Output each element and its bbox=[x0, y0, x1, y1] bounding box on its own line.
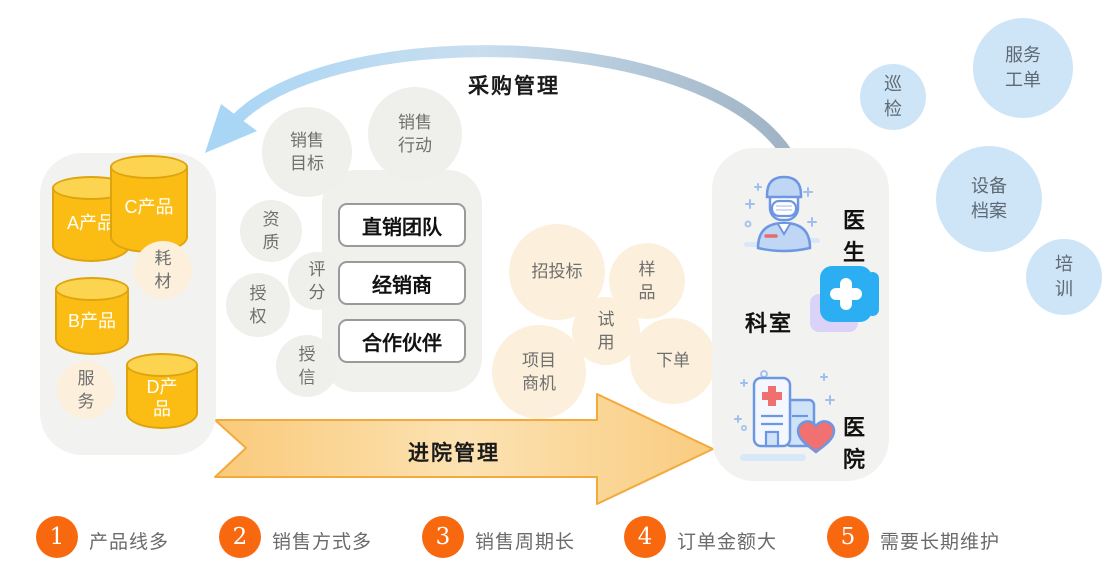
hospital-icon bbox=[734, 370, 836, 461]
product-b-cylinder: B产品 bbox=[55, 277, 129, 355]
trial-bubble: 试用 bbox=[572, 297, 640, 365]
product-d-label: D产品 bbox=[146, 376, 178, 420]
cylinder-top bbox=[110, 155, 188, 179]
inspection-bubble: 巡检 bbox=[860, 64, 926, 130]
products-panel: A产品 C产品 耗材 B产品 服务 D产品 bbox=[40, 153, 216, 455]
rating-bubble: 评分 bbox=[288, 252, 346, 310]
hospital-panel: 医生 科室 医院 bbox=[712, 148, 889, 481]
product-a-label: A产品 bbox=[66, 213, 115, 234]
product-b-label: B产品 bbox=[67, 310, 116, 331]
hospital-entry-management-label: 进院管理 bbox=[408, 442, 500, 465]
hospital-label: 医院 bbox=[843, 415, 868, 472]
department-icon bbox=[810, 266, 879, 332]
direct-sales-team-box: 直销团队 bbox=[338, 203, 466, 247]
procurement-arc-arrow bbox=[205, 45, 798, 165]
qualification-bubble: 资质 bbox=[240, 200, 302, 262]
authorization-bubble: 授权 bbox=[226, 273, 290, 337]
cylinder-top bbox=[126, 353, 198, 377]
credit-bubble: 授信 bbox=[276, 335, 338, 397]
distributor-box: 经销商 bbox=[338, 261, 466, 305]
place-order-bubble: 下单 bbox=[630, 318, 716, 404]
service-bubble: 服务 bbox=[57, 361, 115, 419]
hospital-entry-arrow bbox=[214, 393, 714, 505]
sales-action-bubble: 销售行动 bbox=[368, 87, 462, 181]
service-workorder-bubble: 服务工单 bbox=[973, 18, 1073, 118]
partner-box: 合作伙伴 bbox=[338, 319, 466, 363]
product-c-cylinder: C产品 bbox=[110, 155, 188, 253]
project-opportunity-bubble: 项目商机 bbox=[492, 325, 586, 419]
doctor-label: 医生 bbox=[843, 208, 868, 265]
sales-target-bubble: 销售目标 bbox=[262, 107, 352, 197]
cylinder-top bbox=[55, 277, 129, 301]
equipment-archive-bubble: 设备档案 bbox=[936, 146, 1042, 252]
consumables-bubble: 耗材 bbox=[134, 241, 192, 299]
department-label: 科室 bbox=[745, 311, 794, 336]
procurement-management-label: 采购管理 bbox=[468, 75, 560, 98]
product-c-label: C产品 bbox=[124, 197, 174, 218]
product-d-cylinder: D产品 bbox=[126, 353, 198, 429]
training-bubble: 培训 bbox=[1026, 239, 1102, 315]
doctor-icon bbox=[744, 175, 820, 253]
